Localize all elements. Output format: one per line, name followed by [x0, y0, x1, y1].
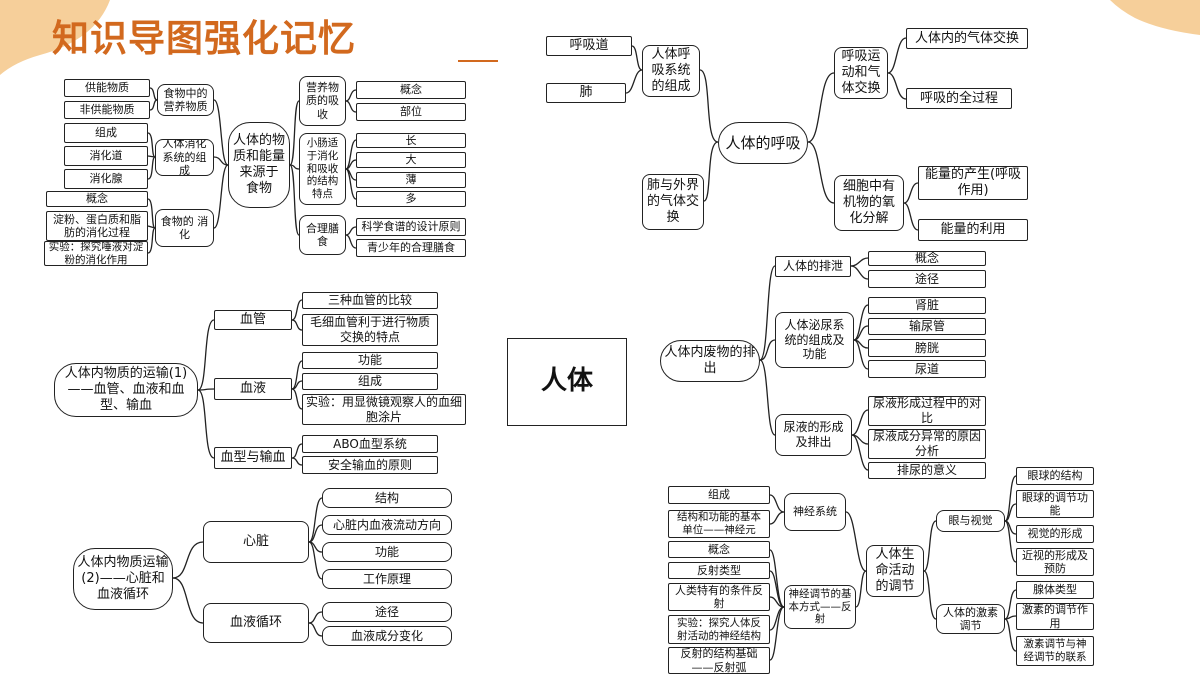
node-food-digestion: 食物的 消化 [155, 209, 214, 247]
corner-decoration-right [1110, 0, 1200, 35]
node-urination-significance: 排尿的意义 [868, 462, 986, 479]
node-food-nutrients: 食物中的营养物质 [157, 84, 214, 116]
corner-decoration-left [0, 0, 110, 75]
node-transport-2: 人体内物质运输(2)——心脏和血液循环 [73, 548, 173, 610]
node-excretion-pathway: 途径 [868, 270, 986, 288]
node-gland-types: 腺体类型 [1016, 581, 1094, 599]
node-cell-oxidation: 细胞中有机物的氧化分解 [834, 175, 904, 231]
node-reflex-arc: 反射的结构基础——反射弧 [668, 647, 770, 674]
node-respiratory-system: 人体呼吸系统的组成 [642, 45, 700, 97]
node-vision-formation: 视觉的形成 [1016, 525, 1094, 543]
node-heart-structure: 结构 [322, 488, 452, 508]
node-nervous-system: 神经系统 [784, 493, 846, 531]
node-urethra: 尿道 [868, 360, 986, 378]
node-myopia-prevention: 近视的形成及预防 [1016, 548, 1094, 576]
node-microscope-experiment: 实验：用显微镜观察人的血细胞涂片 [302, 394, 466, 425]
node-transport-1: 人体内物质的运输(1)——血管、血液和血型、输血 [54, 363, 198, 417]
node-recipe-principles: 科学食谱的设计原则 [356, 218, 466, 236]
node-blood-type-transfusion: 血型与输血 [214, 447, 292, 469]
node-long: 长 [356, 133, 466, 148]
node-body-energy-source: 人体的物质和能量来源于 食物 [228, 122, 290, 208]
node-non-energy-nutrients: 非供能物质 [64, 101, 150, 119]
node-lungs: 肺 [546, 83, 626, 103]
node-thin: 薄 [356, 172, 466, 188]
node-capillary-features: 毛细血管利于进行物质交换的特点 [302, 314, 438, 346]
node-conditioned-reflex: 人类特有的条件反射 [668, 583, 770, 611]
node-blood-vessels: 血管 [214, 310, 292, 330]
node-blood: 血液 [214, 378, 292, 400]
node-ureter: 输尿管 [868, 318, 986, 335]
node-reflex-experiment: 实验：探究人体反射活动的神经结构 [668, 615, 770, 644]
node-heart-working-principle: 工作原理 [322, 569, 452, 589]
node-digestive-glands: 消化腺 [64, 169, 148, 189]
node-blood-circulation: 血液循环 [203, 603, 309, 643]
node-life-regulation: 人体生命活动的调节 [866, 545, 924, 597]
node-reflex-types: 反射类型 [668, 562, 770, 579]
node-eyeball-adjustment: 眼球的调节功能 [1016, 490, 1094, 518]
node-reflex-concept: 概念 [668, 541, 770, 558]
node-blood-composition: 组成 [302, 373, 438, 390]
node-urine-comparison: 尿液形成过程中的对比 [868, 396, 986, 426]
node-digestive-composition: 组成 [64, 123, 148, 143]
node-reflex-basic-mode: 神经调节的基本方式——反射 [784, 585, 856, 629]
node-hormone-function: 激素的调节作用 [1016, 603, 1094, 630]
node-breathing-gas-exchange: 呼吸运动和气体交换 [834, 47, 888, 99]
node-neuron: 结构和功能的基本单位——神经元 [668, 510, 770, 538]
node-breathing-process: 呼吸的全过程 [906, 88, 1012, 109]
node-waste-excretion: 人体内废物的排出 [660, 340, 760, 382]
node-absorption-concept: 概念 [356, 81, 466, 99]
node-abo-system: ABO血型系统 [302, 435, 438, 453]
center-node-human-body: 人体 [507, 338, 627, 426]
node-excretion: 人体的排泄 [775, 256, 851, 277]
node-urinary-system: 人体泌尿系统的组成及功能 [775, 312, 854, 368]
node-digestive-tract: 消化道 [64, 146, 148, 166]
node-safe-transfusion: 安全输血的原则 [302, 456, 438, 474]
node-nervous-composition: 组成 [668, 486, 770, 504]
node-heart-function: 功能 [322, 542, 452, 562]
node-many: 多 [356, 191, 466, 207]
node-vessel-comparison: 三种血管的比较 [302, 292, 438, 309]
node-bladder: 膀胱 [868, 339, 986, 357]
node-nutrient-absorption: 营养物质的吸收 [299, 76, 346, 126]
node-energy-nutrients: 供能物质 [64, 79, 150, 97]
node-digestion-process: 淀粉、蛋白质和脂肪的消化过程 [46, 211, 148, 241]
node-digestive-system: 人体消化系统的组成 [155, 139, 214, 176]
node-eye-vision: 眼与视觉 [936, 510, 1005, 532]
node-heart-flow-direction: 心脏内血液流动方向 [322, 515, 452, 535]
title-underline [458, 60, 498, 62]
node-digestion-concept: 概念 [46, 191, 148, 207]
node-respiratory-tract: 呼吸道 [546, 36, 632, 56]
node-absorption-site: 部位 [356, 103, 466, 121]
node-eyeball-structure: 眼球的结构 [1016, 467, 1094, 485]
node-lung-gas-exchange: 肺与外界的气体交换 [642, 174, 704, 230]
node-blood-component-change: 血液成分变化 [322, 626, 452, 646]
node-teen-diet: 青少年的合理膳食 [356, 239, 466, 257]
node-human-respiration: 人体的呼吸 [718, 122, 808, 164]
node-circulation-pathway: 途径 [322, 602, 452, 622]
node-balanced-diet: 合理膳食 [299, 215, 346, 255]
node-energy-use: 能量的利用 [918, 219, 1028, 241]
node-blood-function: 功能 [302, 352, 438, 369]
node-hormone-nervous-link: 激素调节与神经调节的联系 [1016, 636, 1094, 666]
node-energy-production: 能量的产生(呼吸作用) [918, 166, 1028, 200]
node-body-gas-exchange: 人体内的气体交换 [906, 28, 1028, 49]
node-large: 大 [356, 152, 466, 168]
node-heart: 心脏 [203, 521, 309, 563]
node-excretion-concept: 概念 [868, 251, 986, 266]
node-urine-abnormality: 尿液成分异常的原因分析 [868, 429, 986, 459]
node-small-intestine-features: 小肠适于消化和吸收的结构特点 [299, 133, 346, 205]
node-saliva-experiment: 实验：探究唾液对淀粉的消化作用 [44, 241, 148, 266]
page-title: 知识导图强化记忆 [52, 17, 356, 60]
node-hormone-regulation: 人体的激素调节 [936, 604, 1005, 634]
node-urine-formation: 尿液的形成及排出 [775, 414, 852, 456]
node-kidney: 肾脏 [868, 297, 986, 314]
